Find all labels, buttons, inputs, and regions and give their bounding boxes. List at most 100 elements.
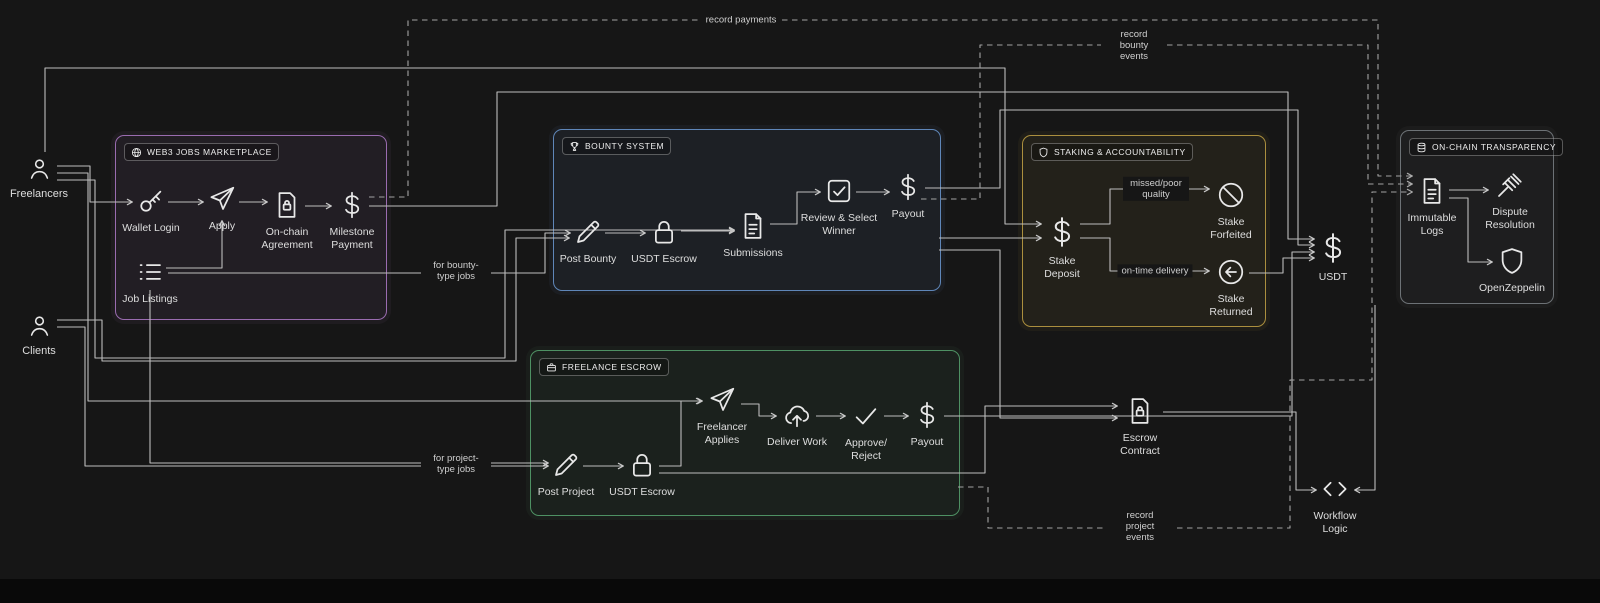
node-submissions[interactable]: Submissions	[714, 211, 792, 260]
actor-label: Clients	[22, 345, 56, 357]
bottom-bar	[0, 579, 1600, 603]
database-icon	[1416, 142, 1427, 153]
node-freelancer-applies[interactable]: Freelancer Applies	[691, 385, 753, 446]
circle-slash-icon	[1216, 180, 1246, 210]
gavel-icon	[1495, 170, 1525, 200]
node-label: Stake Forfeited	[1210, 216, 1252, 241]
node-stake-returned[interactable]: Stake Returned	[1204, 257, 1258, 318]
node-escrow-contract[interactable]: Escrow Contract	[1112, 396, 1168, 457]
shield-icon	[1038, 147, 1049, 158]
node-label: USDT	[1318, 271, 1348, 283]
dollar-icon	[912, 400, 942, 430]
node-usdt-escrow-bounty[interactable]: USDT Escrow	[625, 217, 703, 266]
edge-transparency-workflow-logic	[1354, 305, 1376, 494]
edge-label-missed-poor-quality: missed/poor quality	[1123, 176, 1189, 202]
node-label: Milestone Payment	[329, 226, 375, 251]
node-label: Apply	[208, 220, 236, 232]
edge-label-for-project-type-jobs: for project-type jobs	[421, 451, 491, 477]
edge-label-record-bounty-events: record bounty events	[1101, 28, 1167, 64]
node-label: Workflow Logic	[1313, 510, 1357, 535]
group-header-transparency: ON-CHAIN TRANSPARENCY	[1409, 138, 1564, 156]
node-label: Deliver Work	[767, 436, 827, 448]
node-review-select-winner[interactable]: Review & Select Winner	[800, 176, 878, 237]
edge-label-for-bounty-type-jobs: for bounty-type jobs	[421, 258, 491, 284]
paper-plane-icon	[207, 184, 237, 214]
node-payout-escrow[interactable]: Payout	[888, 400, 966, 449]
node-label: USDT Escrow	[609, 486, 675, 498]
node-label: On-chain Agreement	[261, 226, 313, 251]
node-label: Payout	[910, 436, 944, 448]
node-label: OpenZeppelin	[1479, 282, 1545, 294]
node-onchain-agreement[interactable]: On-chain Agreement	[255, 190, 319, 251]
node-workflow-logic[interactable]: Workflow Logic	[1307, 474, 1363, 535]
shield-icon	[1497, 246, 1527, 276]
file-lock-icon	[272, 190, 302, 220]
node-job-listings[interactable]: Job Listings	[111, 257, 189, 306]
actor-clients[interactable]: Clients	[0, 312, 84, 358]
actor-label: Freelancers	[9, 188, 69, 200]
node-apply[interactable]: Apply	[183, 184, 261, 233]
node-openzeppelin[interactable]: OpenZeppelin	[1477, 246, 1547, 295]
file-text-icon	[1417, 176, 1447, 206]
node-dispute-resolution[interactable]: Dispute Resolution	[1478, 170, 1542, 231]
dollar-icon	[893, 172, 923, 202]
group-title: WEB3 JOBS MARKETPLACE	[147, 147, 272, 157]
node-post-bounty[interactable]: Post Bounty	[549, 217, 627, 266]
node-deliver-work[interactable]: Deliver Work	[758, 400, 836, 449]
group-header-freelance-escrow: FREELANCE ESCROW	[539, 358, 669, 376]
lock-icon	[649, 217, 679, 247]
edge-label-record-project-events: record project events	[1107, 509, 1173, 545]
trophy-icon	[569, 141, 580, 152]
lock-icon	[627, 450, 657, 480]
node-label: Approve/Reject	[844, 437, 888, 462]
node-label: USDT Escrow	[631, 253, 697, 265]
briefcase-icon	[546, 362, 557, 373]
node-label: Escrow Contract	[1120, 432, 1160, 457]
node-milestone-payment[interactable]: Milestone Payment	[321, 190, 383, 251]
node-stake-deposit[interactable]: Stake Deposit	[1032, 215, 1092, 280]
edge-clients-post-project	[57, 326, 549, 470]
node-approve-reject[interactable]: Approve/Reject	[838, 401, 894, 462]
edge-label-on-time-delivery: on-time delivery	[1117, 264, 1193, 278]
node-usdt[interactable]: USDT	[1294, 231, 1372, 284]
person-icon	[26, 312, 53, 339]
node-payout-bounty[interactable]: Payout	[869, 172, 947, 221]
node-immutable-logs[interactable]: Immutable Logs	[1403, 176, 1461, 237]
node-label: Payout	[891, 208, 925, 220]
edge-label-record-payments: record payments	[701, 13, 781, 27]
node-usdt-escrow-project[interactable]: USDT Escrow	[603, 450, 681, 499]
file-lock-icon	[1125, 396, 1155, 426]
pencil-icon	[573, 217, 603, 247]
node-post-project[interactable]: Post Project	[527, 450, 605, 499]
node-label: Freelancer Applies	[696, 421, 748, 446]
dollar-icon	[1316, 231, 1350, 265]
file-text-icon	[738, 211, 768, 241]
cloud-upload-icon	[782, 400, 812, 430]
node-label: Stake Returned	[1209, 293, 1253, 318]
group-header-marketplace: WEB3 JOBS MARKETPLACE	[124, 143, 279, 161]
group-title: ON-CHAIN TRANSPARENCY	[1432, 142, 1557, 152]
node-label: Immutable Logs	[1407, 212, 1457, 237]
group-header-staking: STAKING & ACCOUNTABILITY	[1031, 143, 1193, 161]
node-label: Stake Deposit	[1044, 255, 1080, 280]
edge-escrow-contract-workflow-logic	[1163, 411, 1317, 494]
checkbox-icon	[824, 176, 854, 206]
actor-freelancers[interactable]: Freelancers	[0, 155, 84, 201]
group-title: STAKING & ACCOUNTABILITY	[1054, 147, 1186, 157]
dollar-icon	[337, 190, 367, 220]
code-icon	[1320, 474, 1350, 504]
node-wallet-login[interactable]: Wallet Login	[112, 186, 190, 235]
dollar-icon	[1045, 215, 1079, 249]
node-label: Wallet Login	[122, 222, 180, 234]
key-icon	[136, 186, 166, 216]
node-label: Post Project	[537, 486, 595, 498]
node-label: Submissions	[723, 247, 783, 259]
globe-icon	[131, 147, 142, 158]
group-title: BOUNTY SYSTEM	[585, 141, 665, 151]
list-icon	[135, 257, 165, 287]
group-title: FREELANCE ESCROW	[562, 362, 662, 372]
pencil-icon	[551, 450, 581, 480]
node-stake-forfeited[interactable]: Stake Forfeited	[1204, 180, 1258, 241]
circle-arrow-left-icon	[1216, 257, 1246, 287]
